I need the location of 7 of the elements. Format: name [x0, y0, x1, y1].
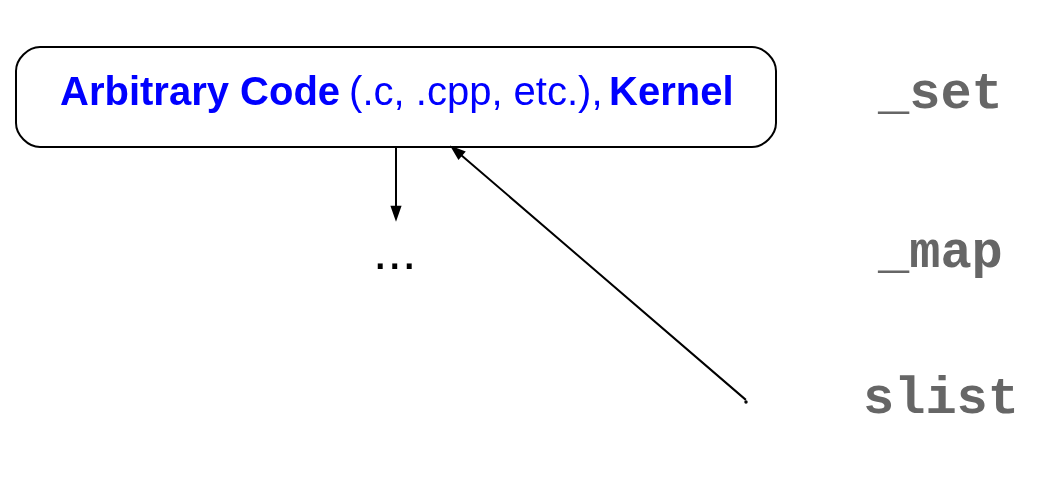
- label: _map: [878, 223, 1003, 283]
- arrow: [390, 146, 402, 222]
- node-text: ...: [373, 221, 417, 280]
- label: slist: [863, 369, 1020, 429]
- arrow: [449, 145, 747, 401]
- node-box: Arbitrary Code (.c, .cpp, etc.), Kernel: [15, 46, 777, 148]
- label: _set: [878, 64, 1003, 124]
